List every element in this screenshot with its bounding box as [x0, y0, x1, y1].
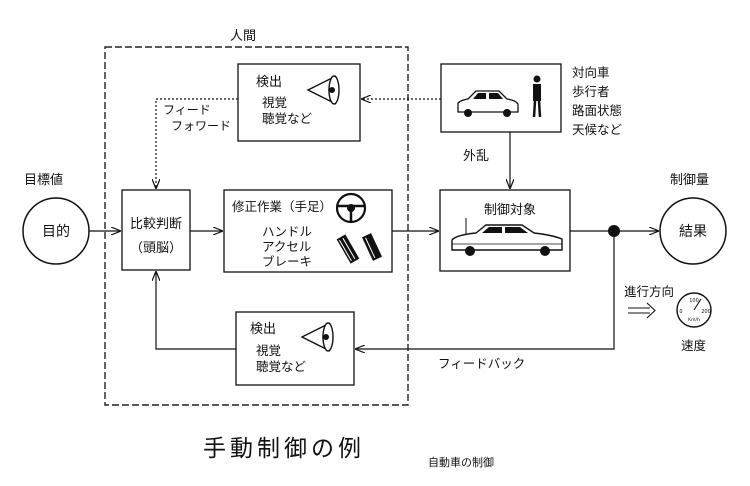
direction-label: 進行方向 [624, 284, 674, 299]
disturbance-item-2: 歩行者 [572, 84, 610, 99]
car-icon [451, 218, 563, 256]
correction-item-2: アクセル [262, 239, 311, 254]
compare-line1: 比較判断 [130, 217, 182, 232]
correction-item-1: ハンドル [262, 224, 312, 239]
goal-text: 目的 [42, 224, 70, 240]
speedometer-tick-left: 0 [679, 309, 682, 315]
pedestrian-icon [532, 75, 542, 118]
disturbance-item-1: 対向車 [572, 65, 610, 80]
compare-box [121, 189, 191, 271]
diagram-subtitle: 自動車の制御 [428, 455, 494, 469]
eye-icon [306, 75, 340, 105]
right-arrow-icon [628, 302, 656, 319]
feedforward-path [156, 98, 238, 188]
goal-caption: 目標値 [24, 172, 63, 188]
detect-bottom-title: 検出 [250, 322, 276, 337]
speedometer-unit: Km/h [688, 317, 700, 323]
output-caption: 制御量 [670, 173, 709, 188]
disturbance-label: 外乱 [463, 149, 489, 164]
disturbance-item-3: 路面状態 [572, 103, 622, 118]
speed-label: 速度 [681, 338, 707, 353]
human-label: 人間 [230, 29, 256, 44]
speedometer-icon: 100 0 200 Km/h [676, 292, 712, 328]
correction-item-3: ブレーキ [262, 254, 312, 269]
detect-bottom-line2: 聴覚など [256, 359, 307, 374]
detect-top-line2: 聴覚など [262, 111, 313, 126]
steering-wheel-icon [335, 192, 367, 224]
eye-icon [300, 322, 334, 352]
detect-top-box [237, 63, 361, 142]
disturbance-box [440, 63, 562, 133]
branch-point [608, 225, 620, 237]
speedometer-tick-top: 100 [689, 298, 699, 304]
speedometer-tick-right: 200 [701, 309, 711, 315]
detect-bottom-line1: 視覚 [256, 343, 281, 358]
output-circle [659, 197, 727, 265]
feedforward-line1: フィード [163, 103, 211, 117]
compare-line2: （頭脳） [130, 241, 182, 256]
diagram-title: 手動制御の例 [203, 436, 365, 462]
feedback-path-right [356, 237, 615, 349]
feedback-path-left [156, 272, 236, 350]
detect-top-title: 検出 [256, 75, 282, 90]
car-icon [457, 90, 519, 117]
detect-top-line1: 視覚 [262, 95, 287, 110]
controlled-title: 制御対象 [484, 203, 536, 218]
correction-title: 修正作業（手足） [232, 199, 332, 214]
disturbance-item-4: 天候など [572, 122, 623, 137]
feedback-label: フィードバック [438, 356, 525, 371]
feedforward-line2: フォワード [171, 119, 231, 133]
output-text: 結果 [679, 224, 707, 240]
human-boundary [104, 46, 409, 406]
pedal-icon [336, 233, 383, 264]
